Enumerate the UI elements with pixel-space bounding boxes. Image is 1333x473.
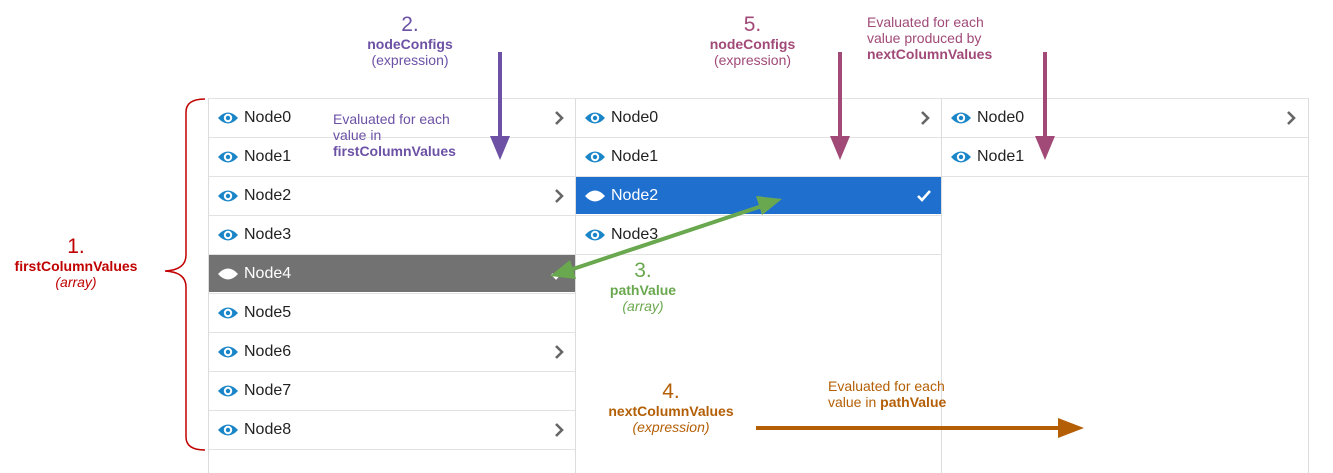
annotation-name: pathValue: [609, 282, 677, 298]
eye-icon: [585, 190, 605, 201]
annotation-kind: (expression): [632, 419, 710, 435]
annotation-first-column-values: 1. firstColumnValues (array): [0, 235, 152, 291]
description-line: Evaluated for each: [828, 378, 945, 394]
chevron-right-icon[interactable]: [552, 110, 566, 125]
eye-icon: [218, 190, 238, 201]
node-row[interactable]: Node1: [576, 137, 942, 175]
eye-icon: [585, 151, 605, 162]
annotation-kind: (array): [622, 298, 664, 314]
annotation-node-configs-1-description: Evaluated for each value in firstColumnV…: [333, 111, 483, 159]
description-name: nextColumnValues: [867, 46, 993, 62]
annotation-number: 5.: [743, 13, 762, 36]
annotation-number: 3.: [634, 259, 652, 282]
chevron-right-icon[interactable]: [552, 422, 566, 437]
description-line: value in: [828, 394, 881, 410]
annotation-number: 4.: [662, 380, 680, 403]
check-icon: [917, 189, 931, 202]
annotation-name: nodeConfigs: [367, 36, 453, 52]
node-label: Node1: [611, 147, 659, 165]
annotation-name: nextColumnValues: [608, 403, 734, 419]
eye-icon: [218, 112, 238, 123]
node-label: Node2: [611, 186, 659, 204]
node-label: Node4: [244, 264, 292, 282]
description-name: pathValue: [880, 394, 947, 410]
node-row[interactable]: Node4: [209, 254, 576, 292]
annotation-name: firstColumnValues: [14, 258, 138, 274]
eye-icon: [951, 112, 971, 123]
node-label: Node0: [977, 108, 1025, 126]
eye-icon: [218, 424, 238, 435]
arrow-path-value: [550, 196, 782, 279]
node-label: Node1: [977, 147, 1025, 165]
node-row[interactable]: Node0: [209, 98, 576, 136]
node-row[interactable]: Node0: [576, 98, 942, 136]
node-label: Node8: [244, 420, 292, 438]
description-name: firstColumnValues: [333, 143, 456, 159]
node-label: Node0: [611, 108, 659, 126]
node-row[interactable]: Node0: [942, 98, 1308, 136]
brace-first-column: [164, 98, 206, 451]
annotation-name: nodeConfigs: [709, 36, 796, 52]
arrow-node-configs-1: [490, 52, 510, 160]
eye-icon: [218, 346, 238, 357]
description-line: value in: [333, 127, 382, 143]
annotation-next-column-values-description: Evaluated for each value in pathValue: [828, 378, 998, 410]
annotation-node-configs-2: 5. nodeConfigs (expression): [690, 13, 815, 69]
annotation-kind: (array): [55, 274, 97, 290]
annotation-kind: (expression): [371, 52, 449, 68]
node-label: Node0: [244, 108, 292, 126]
eye-icon: [585, 112, 605, 123]
eye-icon: [951, 151, 971, 162]
annotation-next-column-values: 4. nextColumnValues (expression): [586, 380, 756, 436]
eye-icon: [218, 229, 238, 240]
node-row[interactable]: Node5: [209, 293, 576, 331]
annotation-path-value: 3. pathValue (array): [588, 259, 698, 315]
eye-icon: [585, 229, 605, 240]
chevron-right-icon[interactable]: [918, 110, 932, 125]
description-line: Evaluated for each: [333, 111, 450, 127]
node-row[interactable]: Node7: [209, 371, 576, 409]
chevron-right-icon[interactable]: [552, 344, 566, 359]
node-row[interactable]: Node2: [209, 176, 576, 214]
node-label: Node3: [244, 225, 292, 243]
node-label: Node6: [244, 342, 292, 360]
annotation-kind: (expression): [713, 52, 792, 68]
node-row[interactable]: Node3: [209, 215, 576, 253]
node-label: Node3: [611, 225, 659, 243]
eye-icon: [218, 268, 238, 279]
arrow-node-configs-2-col3: [1035, 52, 1055, 160]
node-row[interactable]: Node1: [209, 137, 576, 175]
annotation-number: 1.: [67, 235, 85, 258]
node-label: Node5: [244, 303, 292, 321]
annotation-number: 2.: [401, 13, 419, 36]
arrow-next-column-values: [756, 418, 1084, 438]
annotation-node-configs-1: 2. nodeConfigs (expression): [340, 13, 480, 69]
chevron-right-icon[interactable]: [552, 188, 566, 203]
column-divider: [209, 449, 576, 450]
column-divider: [942, 176, 1308, 177]
chevron-right-icon[interactable]: [1284, 110, 1298, 125]
node-row[interactable]: Node1: [942, 137, 1308, 175]
node-row[interactable]: Node8: [209, 410, 576, 448]
eye-icon: [218, 307, 238, 318]
description-line: value produced by: [867, 30, 982, 46]
node-row[interactable]: Node3: [576, 215, 942, 253]
node-label: Node7: [244, 381, 292, 399]
node-label: Node2: [244, 186, 292, 204]
node-label: Node1: [244, 147, 292, 165]
arrow-node-configs-2-col2: [830, 52, 850, 160]
column-divider: [576, 254, 942, 255]
annotation-node-configs-2-description: Evaluated for each value produced by nex…: [867, 14, 1037, 62]
eye-icon: [218, 151, 238, 162]
description-line: Evaluated for each: [867, 14, 984, 30]
eye-icon: [218, 385, 238, 396]
node-row[interactable]: Node6: [209, 332, 576, 370]
